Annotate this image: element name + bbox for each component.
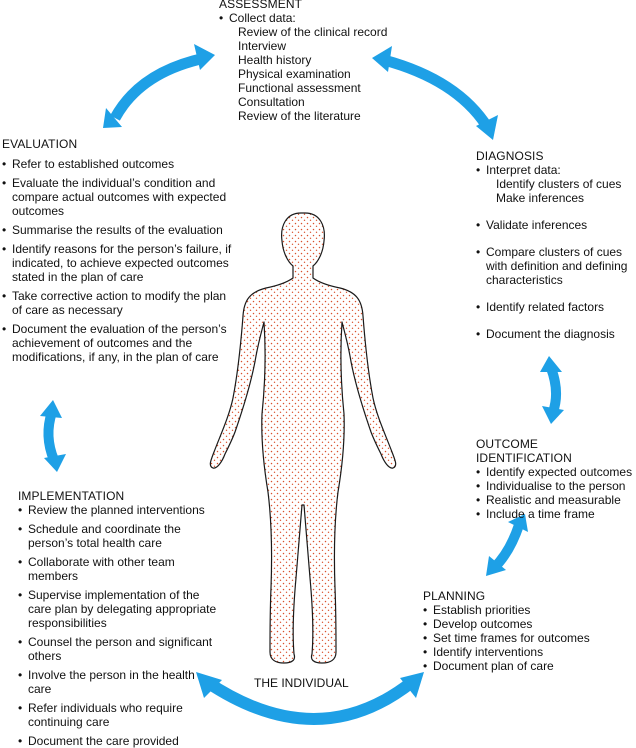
implementation-item: Refer individuals who require continuing… — [18, 701, 218, 729]
implementation-item: Supervise implementation of the care pla… — [18, 588, 218, 630]
outcome-item: Include a time frame — [476, 507, 636, 521]
arrow-assessment-diagnosis — [372, 46, 498, 140]
evaluation-item: Identify reasons for the person’s failur… — [2, 242, 234, 284]
evaluation-title: EVALUATION — [2, 137, 78, 151]
implementation-item: Involve the person in the health care — [18, 668, 218, 696]
assessment-sub-item: Review of the literature — [238, 109, 361, 123]
diagnosis-item: Identify related factors — [476, 300, 634, 314]
outcome-identification-title: OUTCOME IDENTIFICATION — [476, 437, 572, 465]
diagnosis-section: DIAGNOSIS Interpret data: Identify clust… — [476, 149, 634, 341]
planning-item: Set time frames for outcomes — [423, 631, 623, 645]
assessment-sub-item: Functional assessment — [238, 81, 361, 95]
diagnosis-item: Compare clusters of cues with definition… — [476, 245, 634, 287]
planning-item: Identify interventions — [423, 645, 623, 659]
planning-title: PLANNING — [423, 589, 486, 603]
planning-item: Develop outcomes — [423, 617, 623, 631]
evaluation-item: Take corrective action to modify the pla… — [2, 289, 234, 317]
assessment-title: ASSESSMENT — [219, 0, 303, 11]
arrow-outcome-planning — [486, 514, 528, 576]
evaluation-item: Evaluate the individual’s condition and … — [2, 176, 234, 218]
arrow-evaluation-implementation — [40, 400, 66, 472]
evaluation-item: Document the evaluation of the person’s … — [2, 322, 234, 364]
assessment-sub-item: Interview — [238, 39, 287, 53]
evaluation-item: Summarise the results of the evaluation — [2, 223, 234, 237]
evaluation-item: Refer to established outcomes — [2, 157, 234, 171]
diagnosis-title: DIAGNOSIS — [476, 149, 544, 163]
implementation-item: Review the planned interventions — [18, 503, 218, 517]
outcome-item: Realistic and measurable — [476, 493, 636, 507]
outcome-item: Individualise to the person — [476, 479, 636, 493]
assessment-section: ASSESSMENT Collect data: Review of the c… — [219, 0, 419, 123]
diagnosis-item: Validate inferences — [476, 218, 634, 232]
assessment-sub-item: Health history — [238, 53, 312, 67]
assessment-sub-item: Consultation — [238, 95, 305, 109]
implementation-item: Collaborate with other team members — [18, 555, 218, 583]
diagnosis-lead: Interpret data: — [476, 163, 634, 177]
diagnosis-sub-item: Make inferences — [496, 191, 585, 205]
arrow-evaluation-assessment — [103, 44, 215, 128]
implementation-item: Schedule and coordinate the person’s tot… — [18, 522, 218, 550]
human-figure-icon — [209, 212, 397, 664]
outcome-item: Identify expected outcomes — [476, 465, 636, 479]
planning-section: PLANNING Establish priorities Develop ou… — [423, 589, 623, 673]
implementation-item: Counsel the person and significant other… — [18, 635, 218, 663]
diagnosis-sub-item: Identify clusters of cues — [496, 177, 622, 191]
assessment-lead: Collect data: — [219, 11, 419, 25]
assessment-sub-item: Physical examination — [238, 67, 351, 81]
individual-label: THE INDIVIDUAL — [254, 676, 349, 690]
implementation-title: IMPLEMENTATION — [18, 489, 125, 503]
assessment-sub-item: Review of the clinical record — [238, 25, 388, 39]
diagnosis-item: Document the diagnosis — [476, 327, 634, 341]
planning-item: Document plan of care — [423, 659, 623, 673]
arrow-diagnosis-outcome — [540, 356, 564, 424]
implementation-section: IMPLEMENTATION Review the planned interv… — [18, 489, 218, 748]
implementation-item: Document the care provided — [18, 734, 218, 748]
planning-item: Establish priorities — [423, 603, 623, 617]
outcome-identification-section: OUTCOME IDENTIFICATION Identify expected… — [476, 437, 636, 521]
evaluation-section: EVALUATION Refer to established outcomes… — [2, 137, 234, 364]
